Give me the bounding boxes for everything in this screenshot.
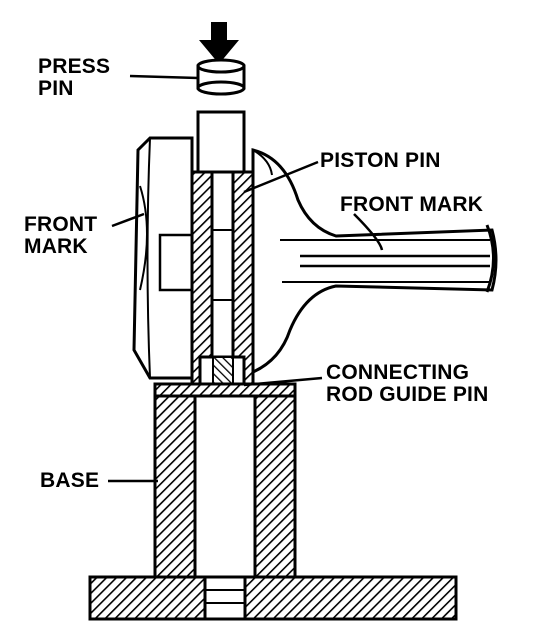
leader-front-mark-left: [111, 212, 145, 228]
piston-body: [132, 136, 194, 380]
piston-pin: [210, 170, 235, 359]
leader-front-mark-right: [353, 213, 384, 251]
leader-lines: [108, 74, 384, 483]
leader-piston-pin: [243, 160, 319, 194]
label-front-mark-right: FRONT MARK: [340, 193, 484, 216]
connecting-rod: [251, 148, 498, 375]
label-press-pin: PRESS PIN: [38, 55, 111, 100]
leader-guide-pin: [243, 376, 323, 387]
label-connecting-rod-guide-pin: CONNECTING ROD GUIDE PIN: [326, 361, 489, 406]
base: [88, 382, 458, 621]
press-tool-block: [196, 110, 246, 174]
leader-press-pin: [129, 74, 199, 80]
label-piston-pin: PISTON PIN: [320, 149, 441, 172]
label-front-mark-left: FRONT MARK: [24, 213, 98, 258]
press-pin: [196, 58, 246, 96]
label-base: BASE: [40, 469, 100, 492]
press-direction-arrow: [199, 22, 239, 64]
